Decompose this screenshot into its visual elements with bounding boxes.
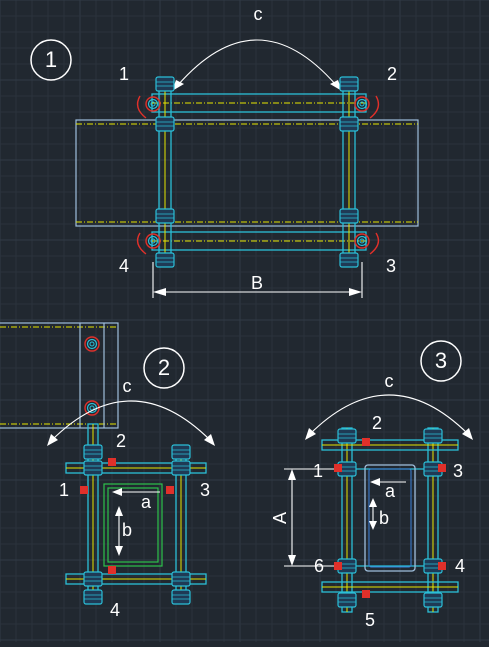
bolt-end	[354, 96, 370, 112]
nut	[337, 592, 357, 608]
bolt-label-4: 4	[119, 256, 129, 276]
arc-label: c	[385, 371, 394, 391]
pipe-section	[75, 119, 419, 227]
bolt-label-1: 1	[313, 461, 323, 481]
inner-frame-inset	[107, 487, 159, 563]
nut-marker	[438, 464, 446, 472]
bolt-end	[145, 96, 161, 112]
nut-marker	[80, 486, 88, 494]
dimension-label-span: A	[270, 512, 290, 524]
nut-outline	[369, 232, 380, 255]
dimension-label-a: a	[141, 492, 152, 512]
bolt-label-4: 4	[110, 600, 120, 620]
bolt-label-2: 2	[387, 64, 397, 84]
nut	[339, 252, 359, 268]
nut	[83, 444, 103, 460]
nut-marker	[362, 590, 370, 598]
nut	[339, 208, 359, 224]
dimension-arrow	[115, 546, 123, 556]
bolt-label-1: 1	[119, 64, 129, 84]
figure-1-badge	[30, 39, 72, 81]
arc-arrow-left	[305, 428, 316, 440]
bolt-label-3: 3	[453, 461, 463, 481]
nut	[171, 460, 191, 476]
nut-marker	[334, 562, 342, 570]
nut-outline	[136, 95, 147, 119]
arc-arrow-left	[172, 80, 184, 91]
rotation-arc	[51, 400, 211, 441]
figure-3-badge	[420, 340, 462, 382]
nut	[337, 428, 357, 444]
nut	[339, 76, 359, 92]
inner-frame	[103, 483, 163, 567]
bolt-end	[84, 336, 100, 352]
nut-marker	[438, 562, 446, 570]
nut	[171, 571, 191, 587]
bolt-label-2: 2	[116, 431, 126, 451]
dimension-arrow	[370, 478, 380, 486]
dimension-arrow	[349, 288, 362, 296]
figure-2-badge	[143, 347, 185, 389]
arc-label: c	[123, 376, 132, 396]
arc-label: c	[254, 4, 263, 24]
arc-arrow-right	[462, 428, 473, 440]
bolt-label-1: 1	[59, 480, 69, 500]
bolt-label-4: 4	[455, 556, 465, 576]
figure-3: 3 c 2 1	[270, 340, 473, 630]
arc-arrow-left	[47, 434, 58, 446]
dimension-label-a: a	[385, 481, 396, 501]
figure-1-number: 1	[45, 47, 57, 72]
arc-arrow-right	[330, 80, 342, 91]
dimension-arrow	[112, 488, 122, 496]
rotation-arc	[177, 39, 337, 86]
nut-marker	[166, 486, 174, 494]
nut	[155, 116, 175, 132]
dimension-label-b: b	[379, 508, 389, 528]
nut	[83, 460, 103, 476]
nut	[423, 428, 443, 444]
nut	[171, 444, 191, 460]
arc-arrow-right	[204, 434, 215, 446]
dimension-arrow	[153, 288, 166, 296]
bolt-label-3: 3	[200, 480, 210, 500]
nut	[83, 589, 103, 605]
dimension-label-b: B	[251, 273, 263, 293]
figure-2: 2 c	[0, 322, 215, 620]
dimension-label-b: b	[122, 520, 132, 540]
dimension-arrow	[288, 469, 296, 480]
bolt-label-5: 5	[365, 610, 375, 630]
nut-outline	[369, 95, 380, 119]
nut-marker	[362, 438, 370, 446]
dimension-arrow	[115, 506, 123, 516]
nut	[155, 76, 175, 92]
figure-2-number: 2	[158, 355, 170, 380]
nut	[155, 208, 175, 224]
figure-3-number: 3	[435, 348, 447, 373]
dimension-arrow	[369, 498, 377, 507]
inner-frame	[364, 464, 416, 572]
bolt-label-3: 3	[386, 256, 396, 276]
nut-marker	[334, 464, 342, 472]
figure-1: 1 c	[30, 4, 419, 298]
nut	[155, 252, 175, 268]
dimension-arrow	[288, 555, 296, 566]
nut-marker	[108, 566, 116, 574]
dimension-arrow	[369, 521, 377, 530]
nut-marker	[108, 458, 116, 466]
nut	[83, 571, 103, 587]
rotation-arc	[309, 394, 469, 435]
nut	[339, 116, 359, 132]
nut	[423, 592, 443, 608]
nut	[171, 589, 191, 605]
pipe-section	[0, 322, 119, 429]
bolt-label-2: 2	[372, 413, 382, 433]
inner-frame-inset	[368, 468, 412, 568]
nut-outline	[136, 232, 147, 255]
